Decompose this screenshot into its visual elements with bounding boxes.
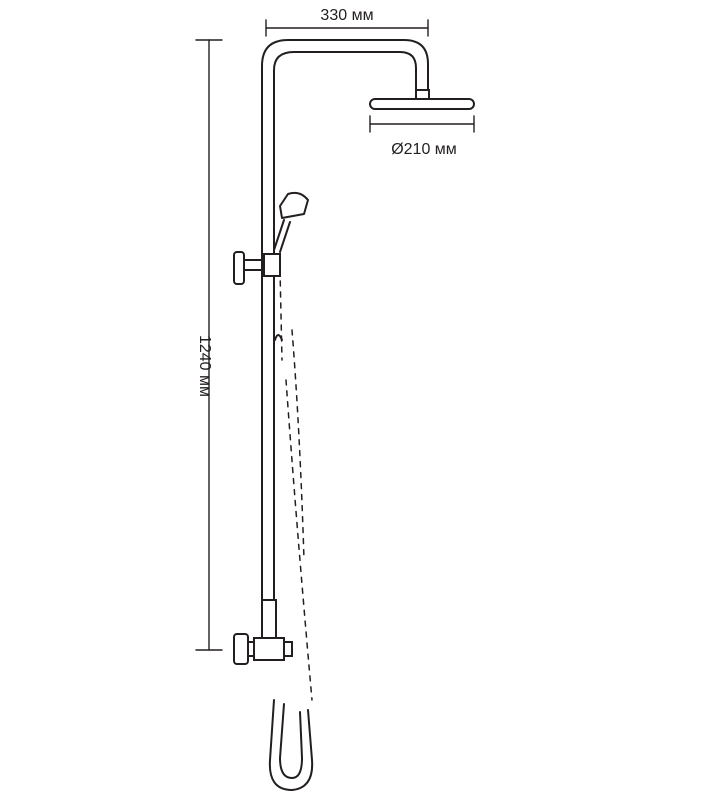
hand-shower <box>263 191 309 277</box>
overhead-shower-head <box>369 89 475 110</box>
riser-pipe <box>261 39 429 601</box>
hose-loop <box>268 699 314 791</box>
width-dimension: 330 мм <box>265 7 429 37</box>
height-label: 1240 мм <box>196 335 213 397</box>
head-diameter-label: Ø210 мм <box>391 141 457 158</box>
shower-hose <box>274 269 313 701</box>
width-label: 330 мм <box>320 7 373 24</box>
head-diameter-dimension: Ø210 мм <box>369 115 475 158</box>
diverter-valve <box>233 599 293 665</box>
upper-wall-bracket <box>233 251 265 285</box>
height-dimension: 1240 мм <box>195 39 223 651</box>
